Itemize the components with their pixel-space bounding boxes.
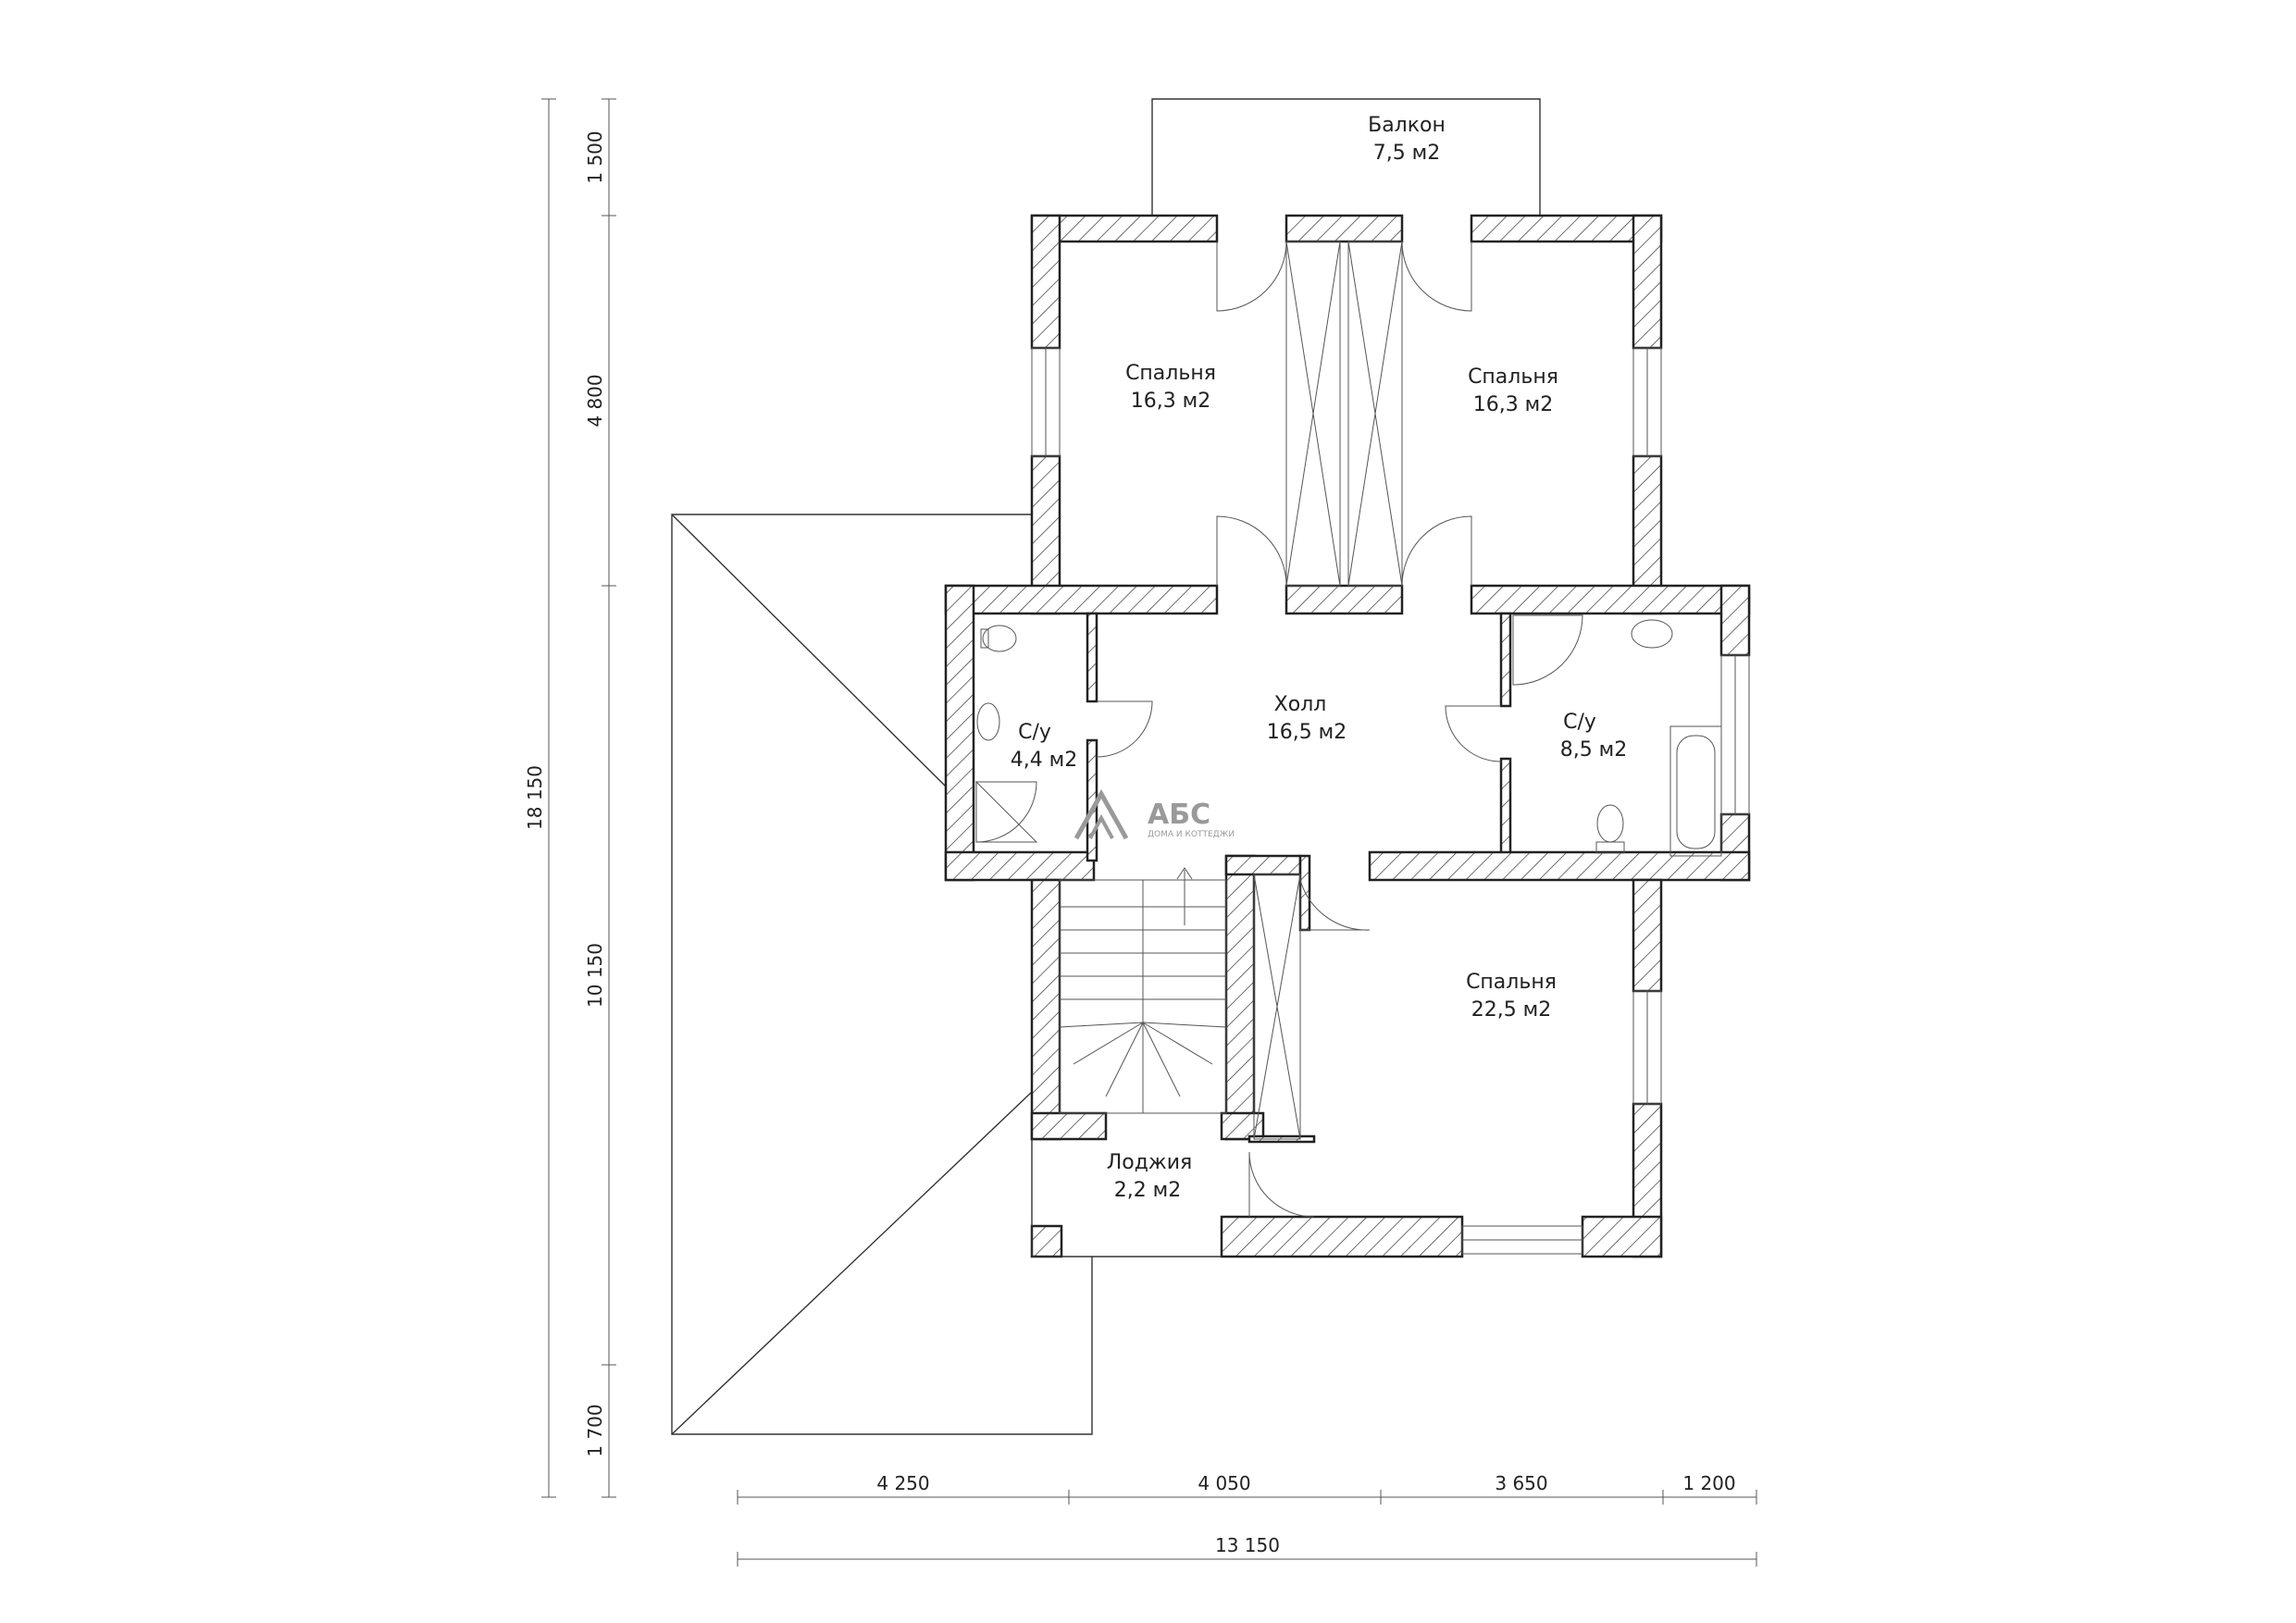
bedroom-se-area: 22,5 м2 (1471, 998, 1552, 1022)
bath-e-name: С/у (1563, 711, 1596, 734)
bath-e-fixtures (1512, 614, 1722, 857)
wardrobes (1253, 241, 1403, 1140)
dim-v-2: 4 800 (584, 374, 606, 427)
windows (1031, 347, 1750, 1255)
balcony-outline (1151, 98, 1541, 216)
balcony-name: Балкон (1368, 114, 1446, 137)
staircase (1059, 867, 1227, 1114)
bedroom-nw-area: 16,3 м2 (1131, 390, 1211, 413)
balcony-area: 7,5 м2 (1373, 142, 1441, 165)
bath-w-fixtures (975, 625, 1038, 843)
bath-e-area: 8,5 м2 (1560, 738, 1628, 762)
dim-h-4: 1 200 (1682, 1472, 1735, 1494)
dim-v-3: 10 150 (584, 943, 606, 1008)
dim-v-total: 18 150 (524, 765, 546, 830)
bedroom-ne-area: 16,3 м2 (1473, 393, 1554, 416)
dim-v-4: 1 700 (584, 1404, 606, 1456)
dim-v-1: 1 500 (584, 130, 606, 183)
dim-h-3: 3 650 (1495, 1472, 1547, 1494)
loggia-area: 2,2 м2 (1114, 1179, 1182, 1202)
dim-h-1: 4 250 (876, 1472, 929, 1494)
bath-w-name: С/у (1018, 721, 1051, 744)
loggia-outline (1031, 1139, 1222, 1258)
vertical-dimensions: 1 500 4 800 10 150 1 700 18 150 (524, 98, 616, 1498)
dim-h-2: 4 050 (1198, 1472, 1250, 1494)
bedroom-ne-name: Спальня (1468, 365, 1558, 389)
bedroom-nw-name: Спальня (1125, 362, 1216, 385)
walls (944, 214, 1751, 1258)
room-labels: Балкон 7,5 м2 Спальня 16,3 м2 Спальня 16… (1011, 114, 1628, 1202)
bedroom-se-name: Спальня (1466, 971, 1557, 994)
dim-h-total: 13 150 (1215, 1534, 1280, 1556)
horizontal-dimensions: 4 250 4 050 3 650 1 200 13 150 (737, 1472, 1757, 1567)
hall-area: 16,5 м2 (1267, 721, 1347, 744)
bath-w-area: 4,4 м2 (1011, 749, 1078, 772)
logo-name: АБС (1148, 799, 1210, 831)
logo-tagline: ДОМА И КОТТЕДЖИ (1148, 830, 1235, 839)
roof-outline (671, 514, 1093, 1435)
door-swings (1096, 241, 1502, 1218)
abs-logo: АБС ДОМА И КОТТЕДЖИ (1074, 788, 1235, 840)
loggia-name: Лоджия (1107, 1151, 1193, 1174)
hall-name: Холл (1274, 693, 1327, 716)
